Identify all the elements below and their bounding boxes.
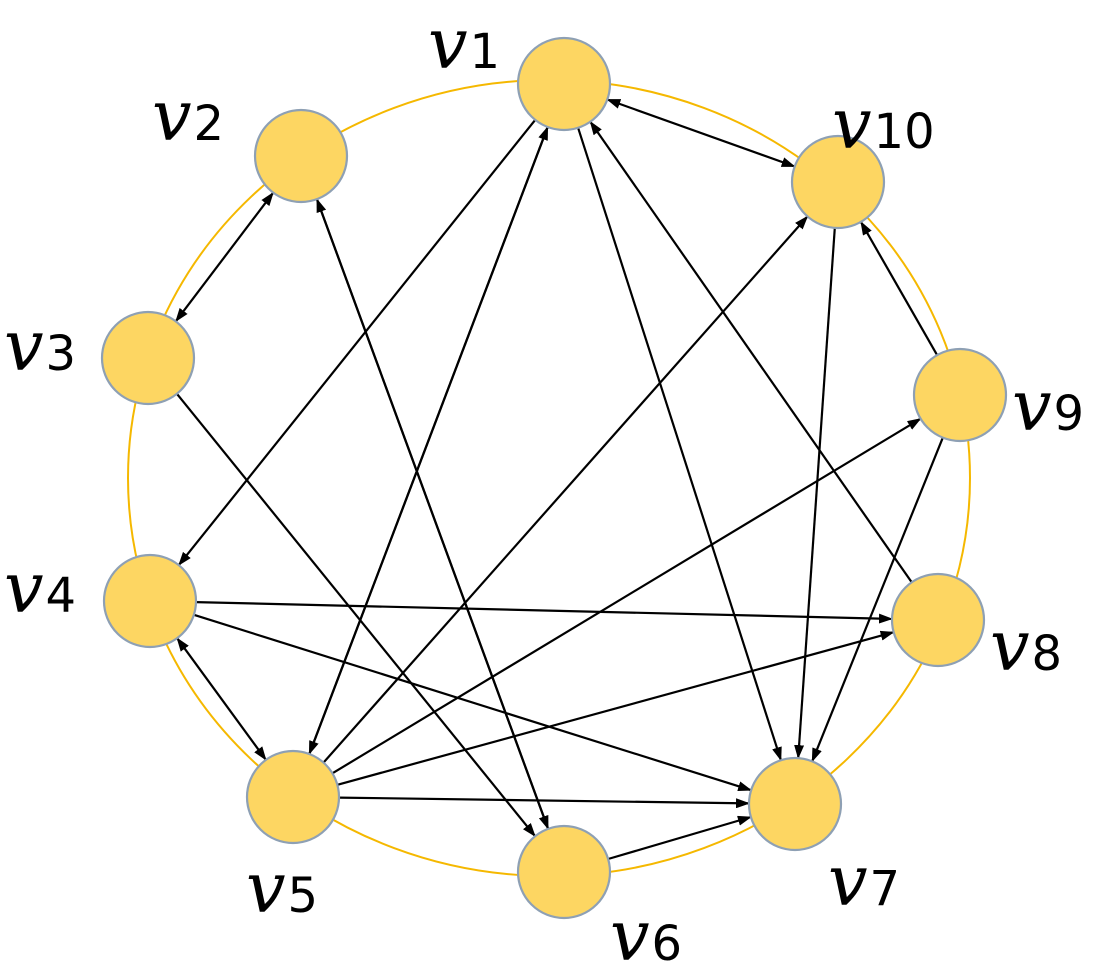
node-label-v6: v6 (610, 895, 682, 975)
edge-v5-v10 (322, 215, 809, 764)
node-label-v7: v7 (828, 840, 900, 922)
node-label-v1: v1 (428, 3, 500, 85)
edge-v6-v7 (607, 815, 752, 861)
edge-v4-v5 (176, 637, 267, 761)
node-v8 (890, 572, 986, 668)
node-label-v10: v10 (832, 83, 935, 165)
node-v1 (516, 36, 612, 132)
node-v10 (790, 134, 886, 230)
node-label-v9: v9 (1012, 365, 1084, 447)
node-v5 (245, 749, 341, 845)
edge-v1-v4 (177, 119, 537, 566)
edge-v3-v6 (176, 393, 536, 837)
node-label-v5: v5 (246, 847, 318, 929)
edge-v10-v7 (794, 227, 836, 760)
node-label-v8: v8 (990, 605, 1062, 687)
node-v9 (912, 347, 1008, 443)
edge-v4-v7 (193, 613, 753, 792)
edge-v2-v3 (174, 191, 275, 323)
node-v6 (516, 824, 612, 920)
edge-v1-v10 (606, 98, 796, 168)
edge-v9-v10 (859, 221, 939, 356)
node-label-v3: v3 (4, 305, 76, 387)
edges-layer (174, 98, 944, 861)
edge-v5-v9 (331, 417, 922, 775)
edge-v1-v7 (577, 127, 782, 762)
edge-v9-v7 (811, 437, 944, 763)
labels-layer: v1 v2 v3 v4 v5 v6 v7 v8 v9 v10 (4, 3, 1084, 975)
node-label-v4: v4 (4, 547, 76, 629)
node-label-v2: v2 (152, 75, 224, 157)
edge-v5-v7 (338, 796, 750, 809)
edge-v2-v6 (315, 198, 550, 830)
edge-v8-v1 (589, 120, 913, 583)
node-v2 (253, 108, 349, 204)
nodes-layer (100, 36, 1008, 920)
node-v7 (747, 756, 843, 852)
node-v3 (100, 310, 196, 406)
node-v4 (102, 553, 198, 649)
edge-v1-v5 (308, 126, 549, 755)
edge-v5-v8 (337, 630, 895, 786)
edge-v4-v8 (195, 601, 893, 624)
